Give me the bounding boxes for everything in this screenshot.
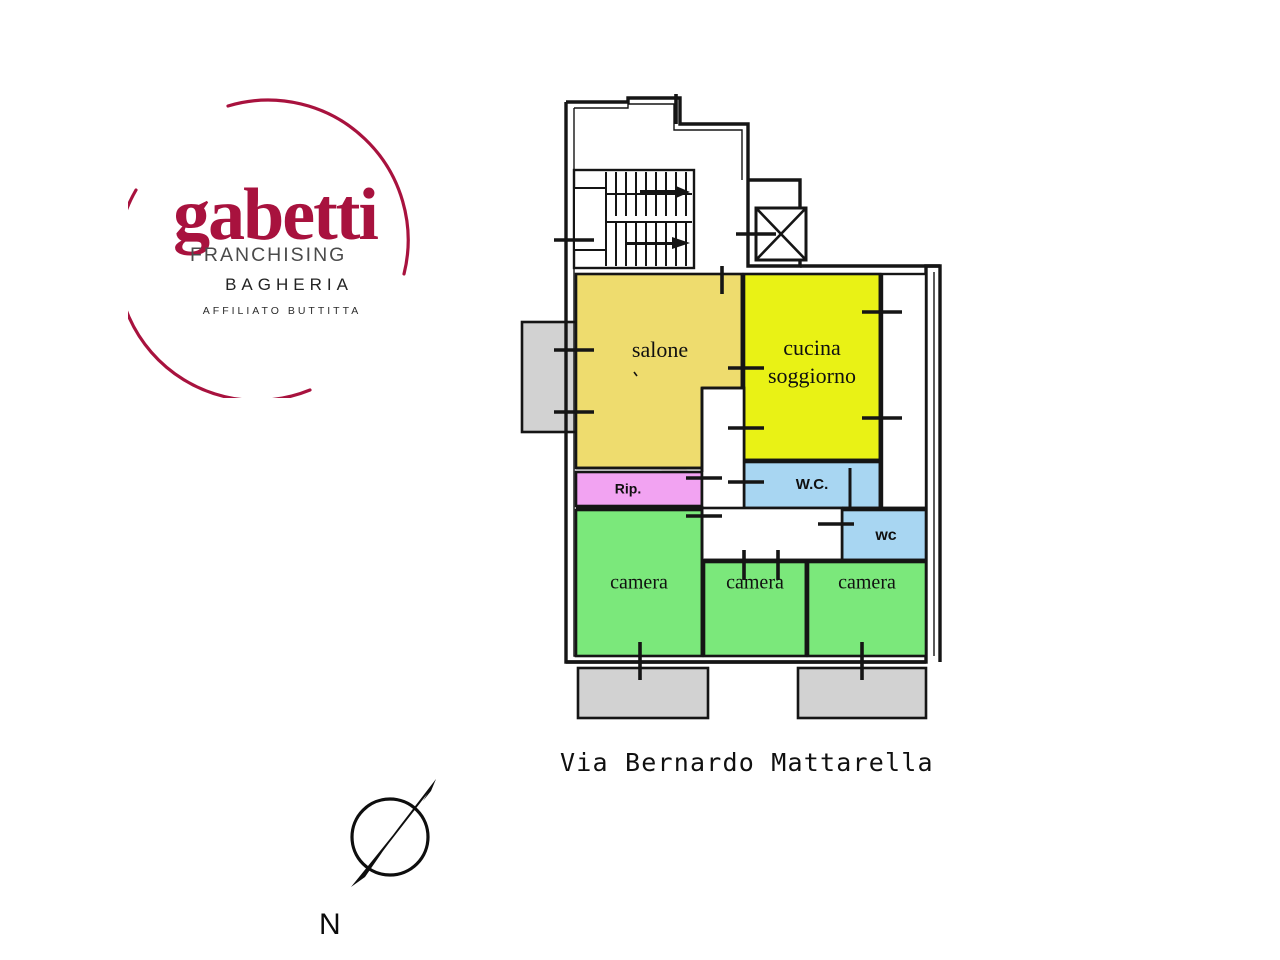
compass-rose: N [305, 765, 485, 950]
room-label-cucina: cucina [783, 335, 841, 360]
stair-direction-arrow-icon [626, 186, 690, 249]
corridoio [700, 386, 844, 562]
gabetti-logo: gabetti FRANCHISING BAGHERIA AFFILIATO B… [128, 98, 428, 398]
internal-walls [576, 274, 926, 656]
room-cucina-soggiorno: cucina soggiorno [742, 272, 882, 462]
logo-arc-decoration [128, 98, 410, 398]
balcony-left [520, 320, 582, 434]
room-label-camera-1: camera [610, 572, 668, 594]
room-label-wc-small: wc [874, 527, 896, 544]
room-ripostiglio: Rip. [574, 470, 704, 508]
compass-needle-icon [350, 779, 436, 887]
room-wc-small: wc [840, 508, 928, 562]
stairwell [572, 168, 696, 270]
room-camera-2: camera [702, 560, 808, 658]
logo-wordmark: gabetti [173, 174, 379, 256]
logo-franchising: FRANCHISING [190, 243, 347, 266]
room-wc-main: W.C. [742, 460, 882, 510]
room-label-ripostiglio: Rip. [615, 481, 641, 497]
balcony-bottom-left [576, 666, 710, 720]
room-label-camera-2: camera [726, 572, 784, 594]
room-camera-3: camera [806, 560, 928, 658]
street-name-label: Via Bernardo Mattarella [560, 748, 934, 777]
room-label-soggiorno: soggiorno [768, 363, 856, 388]
floor-plan-drawing: g gb FRANCHISING affiliato Buttitta [520, 94, 942, 720]
logo-affiliate: AFFILIATO BUTTITTA [202, 304, 362, 317]
logo-city: BAGHERIA [225, 274, 353, 294]
room-label-camera-3: camera [838, 572, 896, 594]
room-label-salone: salone [632, 337, 688, 362]
elevator-shaft-icon [754, 206, 808, 262]
room-camera-1: camera [574, 508, 704, 658]
window-markers [554, 94, 902, 680]
compass-north-label: N [319, 908, 341, 941]
terrace-right [880, 272, 928, 510]
room-label-wc-main: W.C. [796, 476, 829, 493]
